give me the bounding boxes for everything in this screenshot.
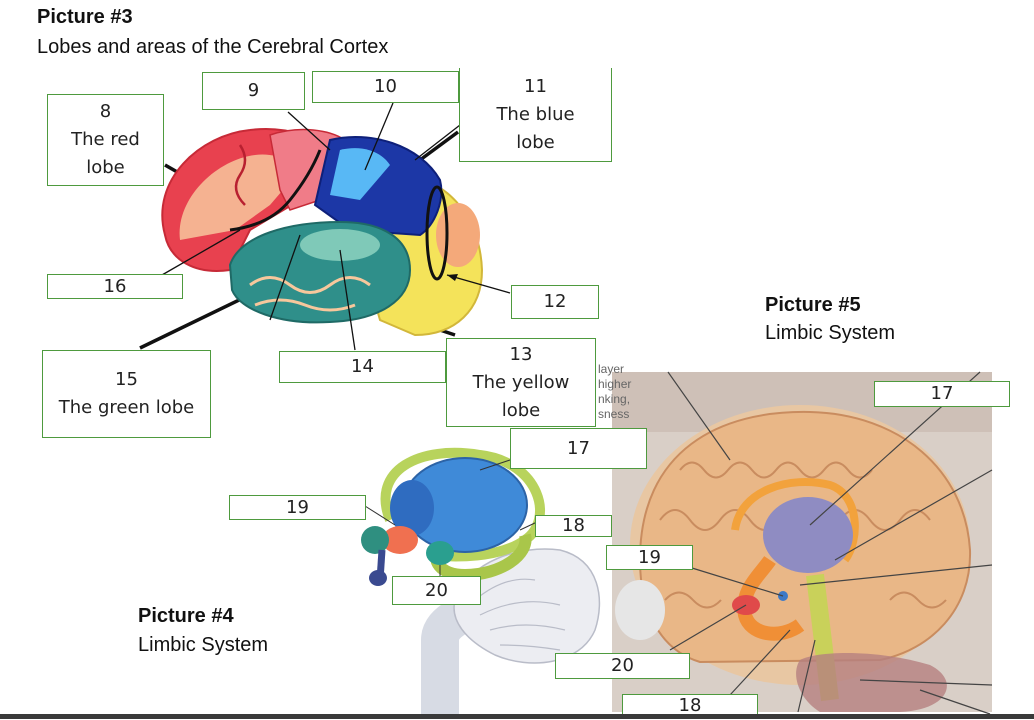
label-box-15[interactable]: 15 The green lobe xyxy=(42,350,211,438)
label-text: lobe xyxy=(86,157,125,178)
picture4-title: Picture #4 xyxy=(138,605,234,627)
picture4-limbic-illustration xyxy=(293,447,611,719)
label-box-14[interactable]: 14 xyxy=(279,351,446,383)
label-box-12[interactable]: 12 xyxy=(511,285,599,319)
cropped-text-line: sness xyxy=(598,407,630,421)
label-number: 11 xyxy=(524,75,547,97)
label-box-9[interactable]: 9 xyxy=(202,72,305,110)
label-text: The red xyxy=(71,129,140,150)
picture5-brain-illustration xyxy=(612,371,993,715)
label-number: 12 xyxy=(543,291,567,312)
cropped-text-line: higher xyxy=(598,377,632,391)
label-number: 20 xyxy=(425,579,448,601)
label-number: 18 xyxy=(562,515,585,536)
label-box-20-picture4[interactable]: 20 xyxy=(392,576,481,605)
label-number: 17 xyxy=(567,437,590,459)
picture5-title: Picture #5 xyxy=(765,294,861,316)
label-box-19-picture5[interactable]: 19 xyxy=(606,545,693,570)
picture5-subtitle: Limbic System xyxy=(765,322,896,344)
label-number: 10 xyxy=(374,76,397,97)
label-box-8[interactable]: 8 The red lobe xyxy=(47,94,164,186)
label-text: The blue xyxy=(496,103,575,125)
picture3-title: Picture #3 xyxy=(37,6,133,28)
cropped-text-line: nking, xyxy=(598,392,631,406)
cropped-text-fragments: layer higher nking, sness xyxy=(598,362,631,422)
picture3-brain-illustration xyxy=(139,102,511,351)
label-number: 19 xyxy=(286,496,309,518)
picture3-subtitle: Lobes and areas of the Cerebral Cortex xyxy=(37,36,389,58)
label-text: lobe xyxy=(501,399,541,421)
label-box-17-picture4[interactable]: 17 xyxy=(510,428,647,469)
label-number: 20 xyxy=(611,655,634,676)
label-box-18-picture4[interactable]: 18 xyxy=(535,515,612,537)
picture4-subtitle: Limbic System xyxy=(138,634,269,656)
bottom-divider xyxy=(0,714,1034,719)
label-number: 18 xyxy=(678,695,702,716)
label-text: The green lobe xyxy=(58,397,195,418)
label-number: 19 xyxy=(638,546,661,568)
label-number: 17 xyxy=(930,383,954,404)
label-number: 15 xyxy=(115,369,138,390)
label-box-10[interactable]: 10 xyxy=(312,71,459,103)
label-number: 9 xyxy=(247,80,260,101)
label-box-20-picture5[interactable]: 20 xyxy=(555,653,690,679)
label-text: lobe xyxy=(516,131,555,153)
label-box-13[interactable]: 13 The yellow lobe xyxy=(446,338,596,427)
label-box-16[interactable]: 16 xyxy=(47,274,183,299)
label-number: 14 xyxy=(351,356,374,377)
label-number: 13 xyxy=(509,343,533,365)
cropped-text-line: layer xyxy=(598,362,625,376)
label-number: 16 xyxy=(103,275,127,297)
label-box-11[interactable]: 11 The blue lobe xyxy=(459,68,612,162)
label-box-19-picture4[interactable]: 19 xyxy=(229,495,366,520)
label-text: The yellow xyxy=(472,371,570,393)
label-number: 8 xyxy=(99,101,112,122)
label-box-17-picture5[interactable]: 17 xyxy=(874,381,1010,407)
